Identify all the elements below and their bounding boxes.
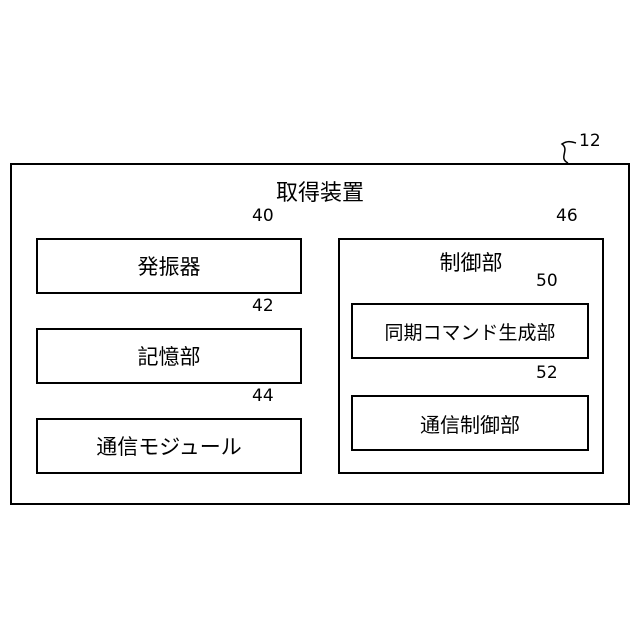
ref-numeral-50: 50 — [536, 273, 558, 290]
ref-numeral-42: 42 — [252, 298, 274, 315]
communication-module-box: 通信モジュール — [36, 418, 302, 474]
acquisition-device-title: 取得装置 — [12, 175, 628, 207]
sync-command-generator-label: 同期コマンド生成部 — [384, 318, 555, 345]
control-unit-title: 制御部 — [340, 247, 602, 277]
ref-numeral-12: 12 — [579, 133, 601, 150]
ref-numeral-46: 46 — [556, 208, 578, 225]
oscillator-label: 発振器 — [138, 251, 201, 281]
oscillator-box: 発振器 — [36, 238, 302, 294]
ref-numeral-40: 40 — [252, 208, 274, 225]
communication-control-label: 通信制御部 — [420, 409, 520, 438]
storage-unit-label: 記憶部 — [138, 341, 201, 371]
leader-line-12 — [562, 142, 576, 163]
communication-control-box: 通信制御部 — [351, 395, 589, 451]
sync-command-generator-box: 同期コマンド生成部 — [351, 303, 589, 359]
ref-numeral-52: 52 — [536, 365, 558, 382]
ref-numeral-44: 44 — [252, 388, 274, 405]
storage-unit-box: 記憶部 — [36, 328, 302, 384]
communication-module-label: 通信モジュール — [96, 431, 242, 461]
